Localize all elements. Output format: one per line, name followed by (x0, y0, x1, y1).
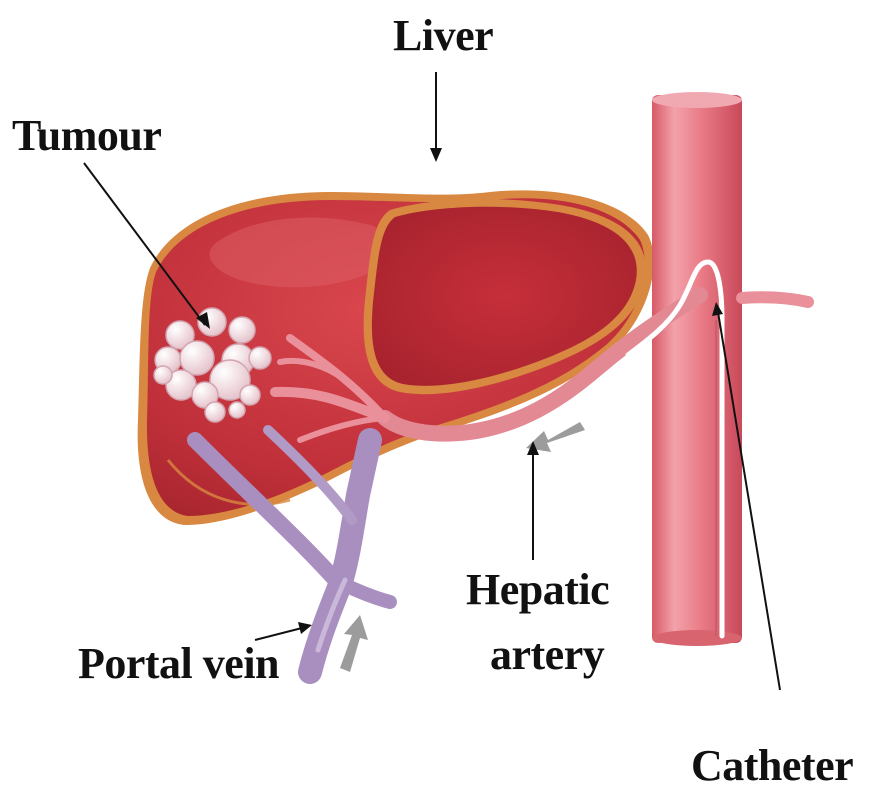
artery-right-branch (742, 297, 808, 302)
label-catheter: Catheter (691, 744, 853, 788)
label-hepatic-artery-line2: artery (490, 633, 604, 677)
label-portal-vein: Portal vein (78, 642, 279, 686)
tumour-nodule (249, 347, 271, 369)
aorta-top (652, 92, 742, 108)
tumour-nodule (154, 366, 172, 384)
liver (138, 190, 654, 525)
tumour-nodule (205, 402, 225, 422)
liver-pointer-arrowhead-icon (430, 148, 442, 162)
aorta (652, 92, 808, 646)
portal-vein-branch-right (345, 585, 390, 602)
portal-flow-arrow-icon (340, 615, 368, 672)
label-tumour: Tumour (12, 114, 161, 158)
tumour-nodule (240, 385, 260, 405)
tumour-nodule (229, 402, 245, 418)
aorta-vessel (652, 95, 742, 643)
label-liver: Liver (393, 14, 493, 58)
aorta-bottom (652, 630, 742, 646)
tumour-nodule (229, 317, 255, 343)
label-hepatic-artery-line1: Hepatic (466, 568, 609, 612)
